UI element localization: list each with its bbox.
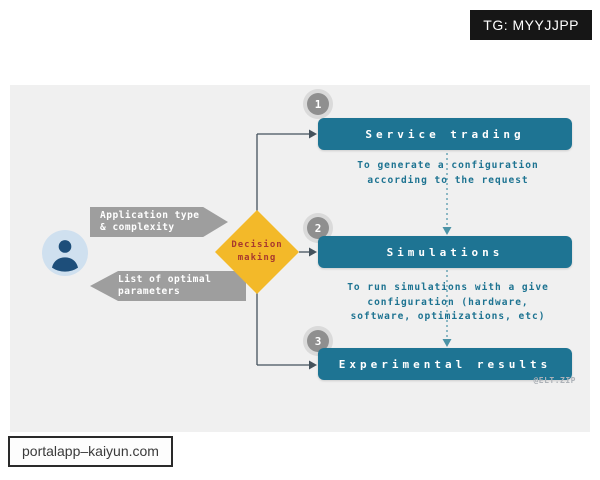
step-1-number: 1 bbox=[307, 93, 329, 115]
watermark-text: @ELT.ZIP bbox=[533, 376, 576, 385]
diagram-panel: Application type & complexity List of op… bbox=[10, 85, 590, 432]
step-1-description: To generate a configuration according to… bbox=[357, 160, 539, 186]
input-arrow-label: Application type & complexity bbox=[100, 209, 200, 233]
decision-label: Decision making bbox=[231, 239, 283, 263]
step-box-experimental-results: Experimental results bbox=[318, 348, 572, 380]
step-1-title: Service trading bbox=[365, 127, 525, 141]
step-2-description: To run simulations with a give configura… bbox=[347, 282, 549, 323]
step-3-number: 3 bbox=[307, 330, 329, 352]
step-2-title: Simulations bbox=[386, 245, 504, 259]
step-box-simulations: Simulations bbox=[318, 236, 572, 268]
person-icon bbox=[42, 230, 88, 276]
output-arrow: List of optimal parameters bbox=[90, 271, 246, 301]
step-2-number: 2 bbox=[307, 217, 329, 239]
user-icon bbox=[42, 230, 88, 276]
step-3-title: Experimental results bbox=[338, 357, 552, 371]
output-arrow-label: List of optimal parameters bbox=[118, 273, 212, 297]
input-arrow: Application type & complexity bbox=[90, 207, 228, 237]
site-badge: portalapp–kaiyun.com bbox=[8, 435, 173, 467]
step-box-service-trading: Service trading bbox=[318, 118, 572, 150]
tg-badge: TG: MYYJJPP bbox=[470, 10, 592, 40]
